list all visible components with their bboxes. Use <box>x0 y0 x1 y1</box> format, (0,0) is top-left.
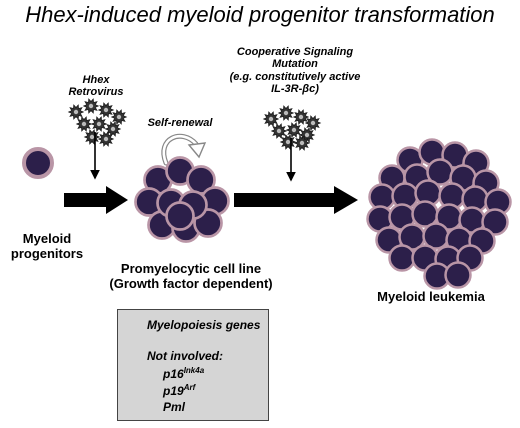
leukemia-cell <box>388 244 416 272</box>
gene-p16-base: p16 <box>163 367 184 381</box>
cooperative-label-line4: IL-3R-βc) <box>271 82 319 95</box>
progenitor-cell <box>22 147 54 179</box>
transition-arrow-1 <box>64 186 128 214</box>
promyelocytic-label: Promyelocytic cell line (Growth factor d… <box>96 261 286 291</box>
myelopoiesis-genes-text: Myelopoiesis genes <box>147 318 261 332</box>
virus-particle <box>304 115 322 131</box>
virus-particle <box>293 135 311 151</box>
gene-p19-sup: Arf <box>183 383 196 392</box>
leukemia-cluster <box>366 138 512 290</box>
hhex-retrovirus-icon <box>67 98 128 147</box>
self-renewal-arrow-icon <box>161 133 207 166</box>
gene-pml-base: Pml <box>163 400 186 414</box>
promyelocytic-cell <box>165 201 195 231</box>
cooperative-label-line1: Cooperative Signaling <box>236 46 354 58</box>
virus-particle <box>90 116 108 132</box>
diagram-title: Hhex-induced myeloid progenitor transfor… <box>25 2 495 27</box>
cooperative-mutation-label: Cooperative Signaling Mutation (e.g. con… <box>215 46 375 95</box>
virus-particle <box>82 98 100 114</box>
virus-particle <box>83 129 101 145</box>
promyelocytic-label-line1: Promyelocytic cell line <box>120 261 262 276</box>
cooperative-label-line2: Mutation <box>272 58 318 71</box>
cooperative-label-line3: (e.g. constitutively active <box>229 70 361 83</box>
virus-particle <box>104 121 122 137</box>
virus-particle <box>67 104 85 120</box>
virus-particle <box>110 109 128 125</box>
gene-p19: p19Arf <box>163 383 195 398</box>
promyelocytic-label-line2: (Growth factor dependent) <box>109 275 273 291</box>
virus-particle <box>277 105 295 121</box>
cooperative-virus-icon <box>262 105 322 151</box>
gene-pml: Pml <box>163 400 185 414</box>
myeloid-label-line2: progenitors <box>10 245 84 261</box>
hhex-label-line1: Hhex <box>82 74 110 86</box>
self-renewal-label: Self-renewal <box>147 117 213 129</box>
transition-arrow-2 <box>234 186 358 214</box>
hhex-label: Hhex Retrovirus <box>60 74 132 99</box>
promyelocytic-cluster <box>134 156 230 243</box>
gene-p16: p16Ink4a <box>163 366 204 381</box>
hhex-label-line2: Retrovirus <box>68 86 124 99</box>
leukemia-cell <box>444 261 472 289</box>
virus-particle <box>285 122 303 138</box>
gene-p19-base: p19 <box>163 384 184 398</box>
virus-particle <box>292 109 310 125</box>
virus-particle <box>279 134 297 150</box>
myeloid-leukemia-label: Myeloid leukemia <box>377 289 485 304</box>
gene-p16-sup: Ink4a <box>183 366 205 375</box>
virus-particle <box>97 131 115 147</box>
leukemia-cell <box>481 208 509 236</box>
myeloid-progenitors-label: Myeloid progenitors <box>4 231 90 261</box>
virus-particle <box>75 116 93 132</box>
virus-particle <box>270 123 288 139</box>
virus-particle <box>97 102 115 118</box>
mechanism-box <box>117 309 269 421</box>
virus-particle <box>262 111 280 127</box>
not-involved-text: Not involved: <box>147 349 224 363</box>
myeloid-label-line1: Myeloid <box>22 231 72 246</box>
